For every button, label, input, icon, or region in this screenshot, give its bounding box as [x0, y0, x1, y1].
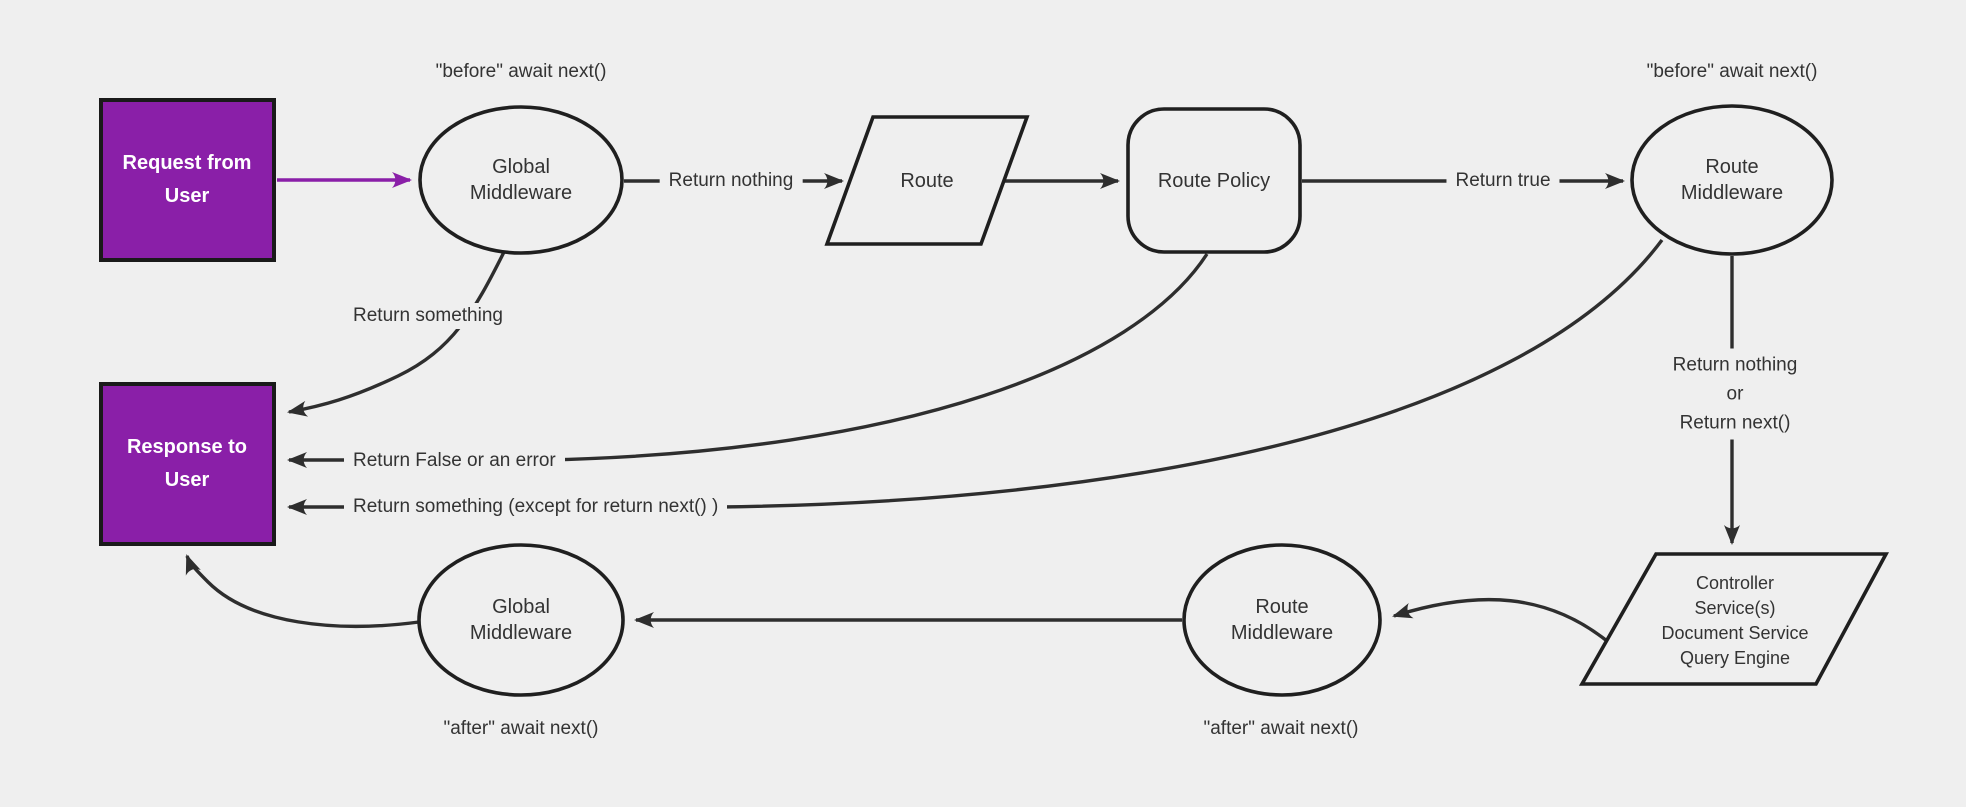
edge-global-middleware-bottom-to-response [185, 554, 420, 628]
edge-controller-to-route-middleware-bottom [1392, 597, 1609, 643]
node-route-middleware-bottom-ellipse [1182, 543, 1382, 697]
node-route-parallelogram [824, 115, 1030, 246]
annotation-after-global-middleware: "after" await next() [443, 718, 599, 739]
annotation-before-route-middleware: "before" await next() [1646, 61, 1818, 82]
edge-label-return-nothing-or-next: Return nothing or Return next() [1663, 348, 1807, 440]
node-request-label: Request from User [122, 152, 252, 207]
node-route-middleware-bottom-label: Route Middleware [1230, 596, 1334, 644]
node-global-middleware-bottom-ellipse [417, 543, 625, 697]
annotation-after-route-middleware: "after" await next() [1203, 718, 1359, 739]
node-request-box [99, 98, 276, 262]
node-controller-label: Controller Service(s) Document Service Q… [1661, 573, 1809, 668]
edge-global-middleware-return-something-to-response [287, 251, 506, 417]
edge-label-return-something: Return something [344, 303, 512, 329]
edge-route-middleware-return-something-to-response [287, 238, 1664, 515]
node-controller-parallelogram [1578, 552, 1890, 686]
node-route-label: Route [900, 170, 954, 192]
node-route-middleware-top-label: Route Middleware [1680, 156, 1784, 204]
node-route-policy-label: Route Policy [1157, 170, 1271, 192]
edge-label-return-false: Return False or an error [344, 448, 565, 474]
edge-label-return-nothing: Return nothing [659, 168, 803, 194]
node-route-policy-rect [1126, 107, 1302, 254]
annotation-before-global-middleware: "before" await next() [435, 61, 607, 82]
edge-label-return-something-except: Return something (except for return next… [344, 494, 728, 520]
node-global-middleware-bottom-label: Global Middleware [469, 596, 573, 644]
node-global-middleware-top-label: Global Middleware [469, 156, 573, 204]
node-response-box [99, 382, 276, 546]
node-route-middleware-top-ellipse [1630, 104, 1834, 256]
edge-route-policy-return-false-to-response [287, 253, 1209, 468]
node-global-middleware-top-ellipse [418, 105, 624, 255]
node-response-label: Response to User [126, 436, 248, 491]
edge-label-return-true: Return true [1446, 168, 1560, 194]
